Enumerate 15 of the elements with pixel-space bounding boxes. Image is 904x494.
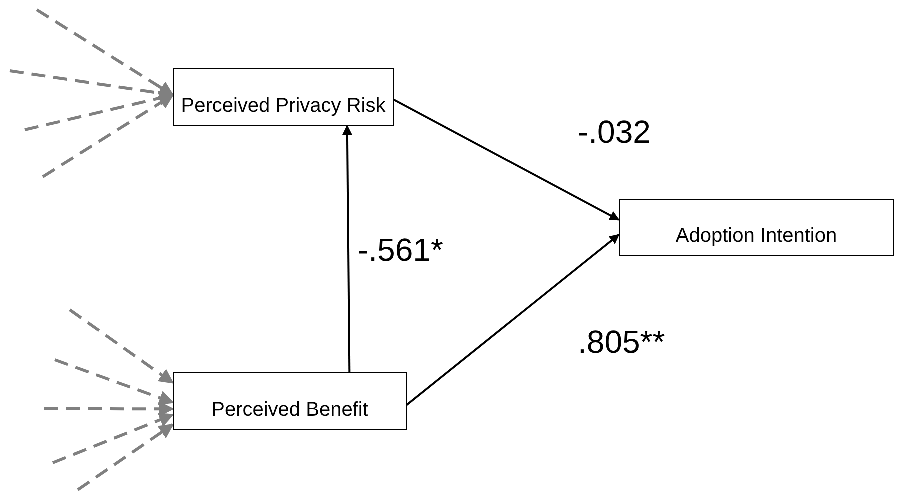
construct-box [619, 199, 894, 256]
construct-label: Adoption Intention [676, 224, 838, 249]
arrow [36, 8, 174, 97]
construct-label: Perceived Benefit [212, 398, 368, 423]
construct-box [173, 68, 394, 126]
arrow [54, 358, 174, 406]
arrow [42, 94, 174, 178]
arrow [406, 234, 620, 406]
construct-box [173, 372, 407, 430]
arrow [77, 424, 174, 492]
arrow [69, 308, 174, 384]
arrow [52, 412, 174, 464]
arrow [394, 99, 620, 221]
construct-label: Perceived Privacy Risk [181, 94, 386, 119]
arrow [342, 125, 352, 372]
